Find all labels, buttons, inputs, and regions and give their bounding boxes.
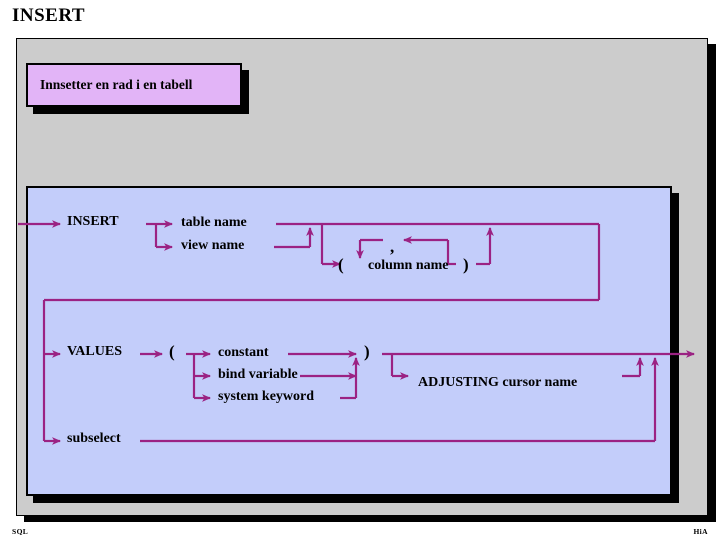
diagram-paren-open-column-list: ( [338, 255, 344, 274]
diagram-term-values: VALUES [67, 344, 122, 359]
diagram-comma-column-separator: , [390, 237, 395, 256]
diagram-paren-open-values-list: ( [169, 342, 175, 361]
diagram-term-view-name: view name [181, 238, 245, 253]
syntax-diagram-panel [26, 186, 672, 496]
footer-right-label: HiA [693, 527, 708, 536]
diagram-term-table-name: table name [181, 215, 247, 230]
diagram-term-system-keyword: system keyword [218, 389, 315, 404]
diagram-paren-close-values-list: ) [364, 342, 370, 361]
diagram-term-column-name: column name [368, 258, 449, 273]
page-title: INSERT [12, 5, 86, 26]
diagram-term-insert: INSERT [67, 214, 119, 229]
caption-box: Innsetter en rad i en tabell [26, 63, 242, 107]
diagram-term-bind-variable: bind variable [218, 367, 298, 382]
diagram-term-subselect: subselect [67, 431, 121, 446]
caption-text: Innsetter en rad i en tabell [40, 77, 193, 92]
footer-left-label: SQL [12, 527, 29, 536]
diagram-term-adjusting-cursor-name: ADJUSTING cursor name [418, 375, 578, 390]
diagram-term-constant: constant [218, 345, 269, 360]
diagram-paren-close-column-list: ) [463, 255, 469, 274]
